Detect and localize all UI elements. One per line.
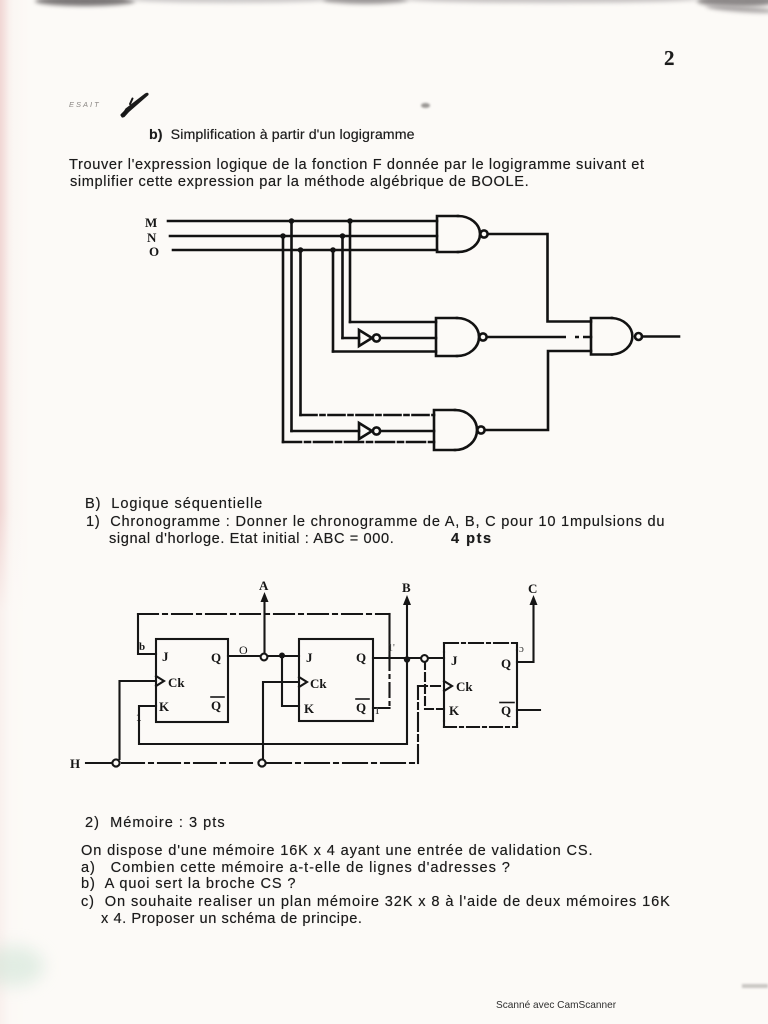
svg-text:H: H (70, 756, 80, 771)
svg-text:1: 1 (136, 712, 142, 724)
svg-text:Q: Q (356, 650, 366, 665)
svg-text:O: O (149, 244, 159, 259)
svg-text:J: J (451, 653, 458, 668)
svg-text:J: J (306, 650, 313, 665)
svg-text:Q: Q (501, 703, 511, 718)
svg-text:N: N (147, 230, 157, 245)
svg-text:K: K (449, 703, 460, 718)
svg-text:Q: Q (356, 700, 366, 715)
svg-text:B: B (402, 580, 411, 595)
svg-text:K: K (159, 699, 170, 714)
svg-text:1': 1' (388, 643, 395, 654)
svg-text:O: O (239, 643, 248, 657)
svg-text:A: A (259, 578, 269, 593)
svg-text:Ck: Ck (168, 675, 185, 690)
svg-text:M: M (145, 215, 157, 230)
svg-text:K: K (304, 701, 315, 716)
svg-text:Q: Q (211, 650, 221, 665)
svg-text:1: 1 (375, 706, 380, 716)
svg-text:Ck: Ck (456, 679, 473, 694)
svg-text:ɔ: ɔ (519, 643, 524, 655)
svg-text:Q: Q (501, 656, 511, 671)
svg-text:Ck: Ck (310, 676, 327, 691)
svg-text:C: C (528, 581, 537, 596)
svg-text:b: b (139, 641, 145, 653)
svg-text:J: J (162, 649, 169, 664)
svg-text:Q: Q (211, 698, 221, 713)
